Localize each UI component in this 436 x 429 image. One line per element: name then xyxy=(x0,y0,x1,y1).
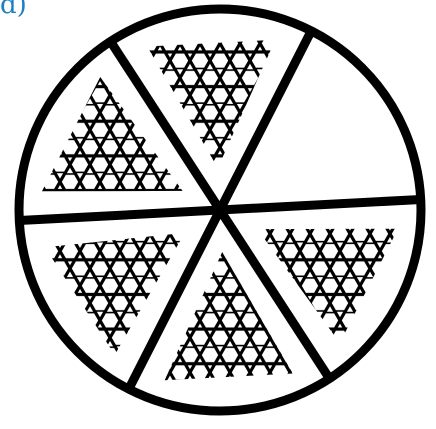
hexagonal-sector-diagram xyxy=(0,0,436,429)
